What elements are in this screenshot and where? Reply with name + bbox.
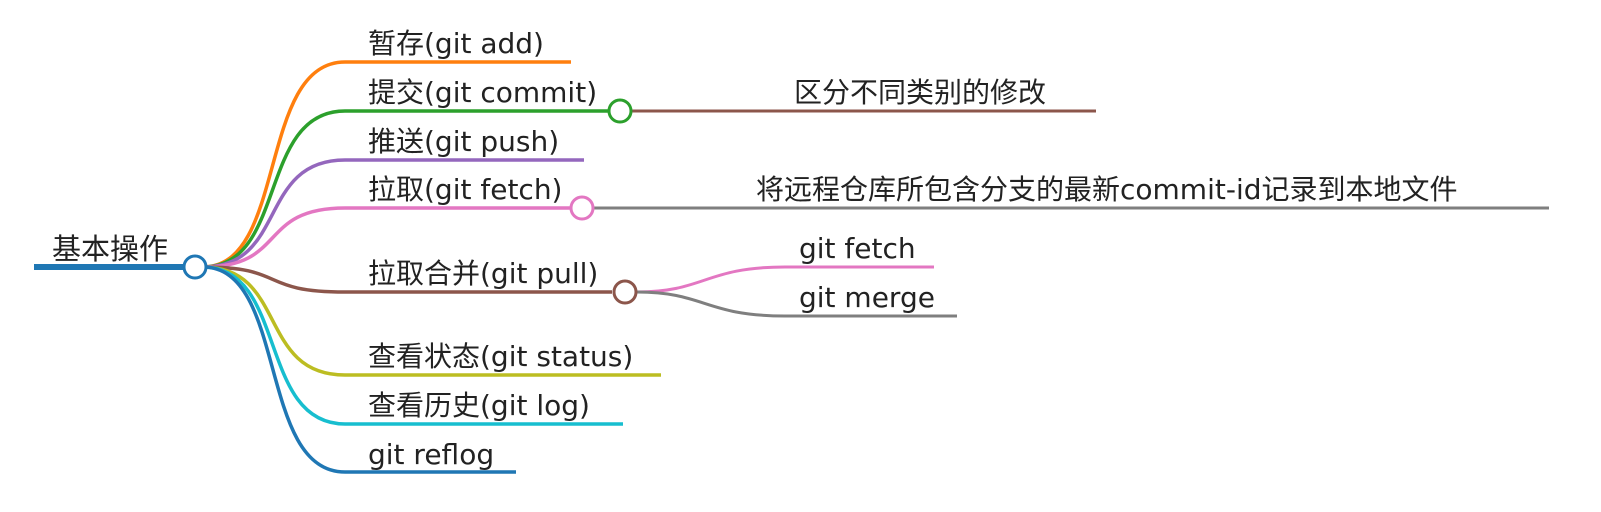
edge-root-to-commit xyxy=(202,109,346,269)
edge-root-to-add xyxy=(202,60,346,269)
root-label: 基本操作 xyxy=(52,232,168,266)
leaf-label-pull-merge: git merge xyxy=(799,281,935,314)
edge-root-to-fetch xyxy=(202,206,346,269)
leaf-label-pull-fetch: git fetch xyxy=(799,232,916,265)
nodes-layer xyxy=(182,98,638,305)
root-node[interactable] xyxy=(182,254,208,280)
branch-label-log: 查看历史(git log) xyxy=(368,389,590,422)
edge-leaf-pull-fetch xyxy=(636,265,934,294)
branch-label-status: 查看状态(git status) xyxy=(368,340,633,373)
branch-label-reflog: git reflog xyxy=(368,438,494,471)
edge-leaf-pull-merge xyxy=(636,290,957,318)
underlines-layer xyxy=(34,60,661,474)
edge-root-to-status xyxy=(202,265,346,377)
branch-node-commit[interactable] xyxy=(607,98,633,124)
branch-label-add: 暂存(git add) xyxy=(368,27,544,60)
branch-node-fetch[interactable] xyxy=(569,195,595,221)
branch-label-pull: 拉取合并(git pull) xyxy=(368,257,598,290)
edge-root-to-reflog xyxy=(202,265,346,474)
leaf-label-commit-note: 区分不同类别的修改 xyxy=(794,76,1046,109)
edges-layer xyxy=(202,60,1549,474)
edge-root-to-pull xyxy=(202,265,346,294)
edge-root-to-push xyxy=(202,158,346,269)
labels-layer: 基本操作 暂存(git add) 提交(git commit) 推送(git p… xyxy=(52,27,1458,471)
branch-label-commit: 提交(git commit) xyxy=(368,76,597,109)
branch-node-pull[interactable] xyxy=(612,279,638,305)
branch-label-fetch: 拉取(git fetch) xyxy=(368,173,562,206)
branch-label-push: 推送(git push) xyxy=(368,125,559,158)
leaf-label-fetch-note: 将远程仓库所包含分支的最新commit-id记录到本地文件 xyxy=(756,173,1458,206)
